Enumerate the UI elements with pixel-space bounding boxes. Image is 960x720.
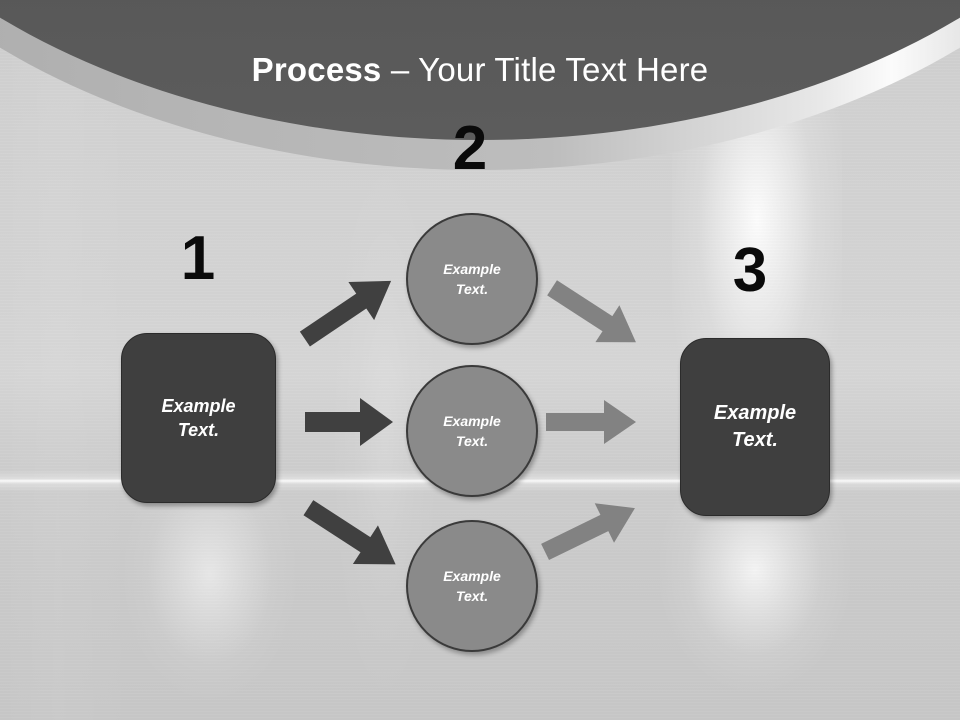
process-circle-2-label: Example Text. bbox=[443, 411, 501, 452]
process-start-box[interactable]: Example Text. bbox=[121, 333, 276, 503]
step-number-2: 2 bbox=[452, 114, 488, 183]
process-end-box-label-line2: Text. bbox=[732, 429, 778, 451]
process-end-box-label: Example Text. bbox=[714, 400, 796, 454]
process-end-box[interactable]: Example Text. bbox=[680, 338, 830, 516]
process-circle-3-label-line2: Text. bbox=[455, 588, 489, 604]
process-circle-2-label-line2: Text. bbox=[455, 433, 489, 449]
process-circle-2[interactable]: Example Text. bbox=[406, 365, 538, 497]
step-number-3: 3 bbox=[732, 236, 768, 305]
process-end-box-label-line1: Example bbox=[713, 402, 797, 424]
process-circle-1-label-line2: Text. bbox=[455, 281, 489, 297]
process-circle-1-label-line1: Example bbox=[443, 260, 501, 277]
process-circle-2-label-line1: Example bbox=[443, 412, 501, 429]
process-circle-1-label: Example Text. bbox=[443, 259, 501, 300]
process-circle-3[interactable]: Example Text. bbox=[406, 520, 538, 652]
step-number-1: 1 bbox=[180, 224, 216, 293]
page-title-strong: Process bbox=[251, 51, 382, 88]
process-circle-3-label: Example Text. bbox=[443, 566, 501, 607]
page-title-rest: – Your Title Text Here bbox=[381, 51, 709, 88]
process-circle-3-label-line1: Example bbox=[443, 567, 501, 584]
page-title: Process – Your Title Text Here bbox=[0, 50, 960, 90]
process-start-box-label-line2: Text. bbox=[177, 420, 220, 440]
background-highlight-left-lower bbox=[120, 470, 300, 720]
header-banner bbox=[0, 0, 960, 210]
process-start-box-label-line1: Example bbox=[161, 395, 236, 416]
process-circle-1[interactable]: Example Text. bbox=[406, 213, 538, 345]
process-start-box-label: Example Text. bbox=[161, 394, 235, 443]
